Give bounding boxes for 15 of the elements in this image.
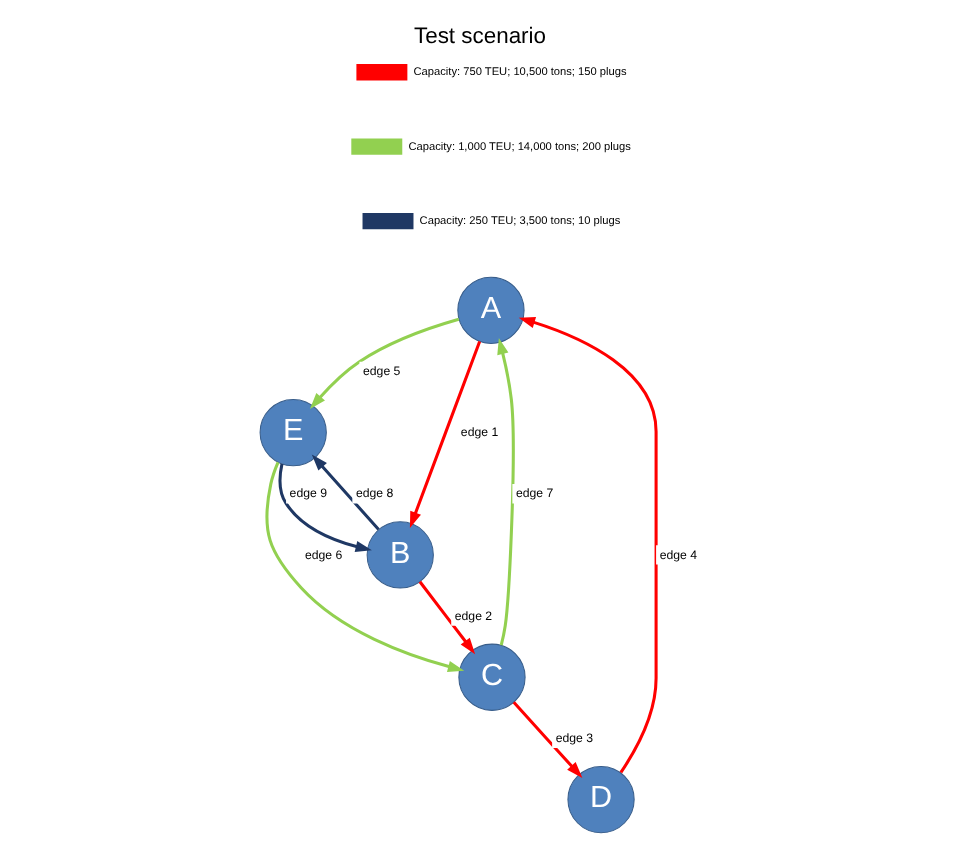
- arrow: [512, 701, 583, 778]
- arrow: [309, 317, 460, 410]
- arrow: [497, 337, 515, 646]
- node-circle: C: [458, 643, 526, 711]
- arrow: [418, 580, 476, 655]
- node-circle: B: [366, 521, 434, 589]
- node-circle: D: [567, 765, 635, 834]
- arrow: [311, 454, 380, 531]
- diagram-title: Test scenario: [413, 25, 547, 50]
- arrow: [518, 317, 658, 774]
- node-circle: E: [259, 398, 327, 467]
- node-circle: A: [457, 276, 525, 344]
- arrow: [265, 461, 465, 673]
- arrow: [278, 463, 372, 553]
- arrow: [409, 341, 482, 528]
